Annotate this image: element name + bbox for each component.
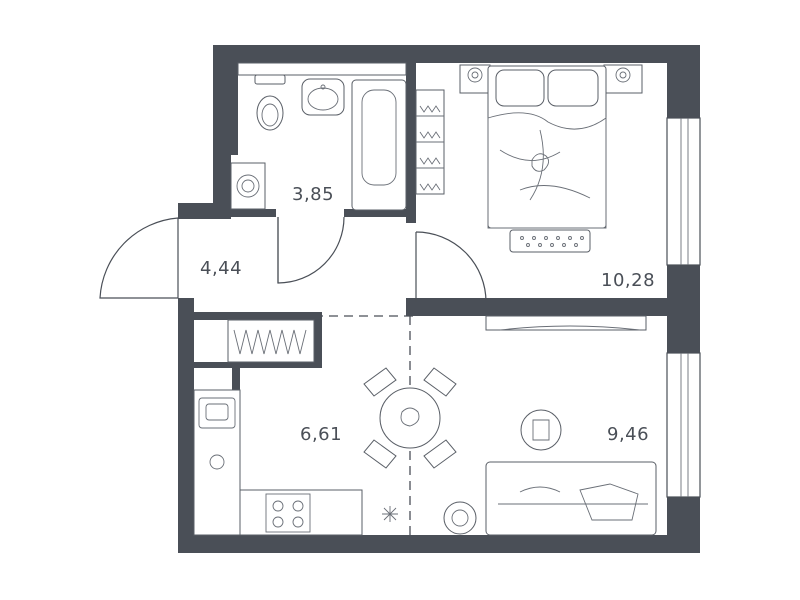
bathroom-area: 3,85 — [292, 184, 334, 205]
hallway-area: 4,44 — [200, 258, 242, 279]
exterior-walls — [178, 45, 700, 553]
living-area: 9,46 — [607, 424, 649, 445]
bedroom-area: 10,28 — [601, 270, 655, 291]
doors — [99, 216, 487, 303]
bedroom-furniture — [459, 64, 643, 253]
kitchen-area: 6,61 — [300, 424, 342, 445]
dining-set — [363, 367, 457, 469]
kitchen-furniture — [193, 319, 398, 536]
living-furniture — [443, 315, 657, 536]
bathroom-fixtures — [230, 62, 445, 211]
windows — [666, 117, 701, 498]
